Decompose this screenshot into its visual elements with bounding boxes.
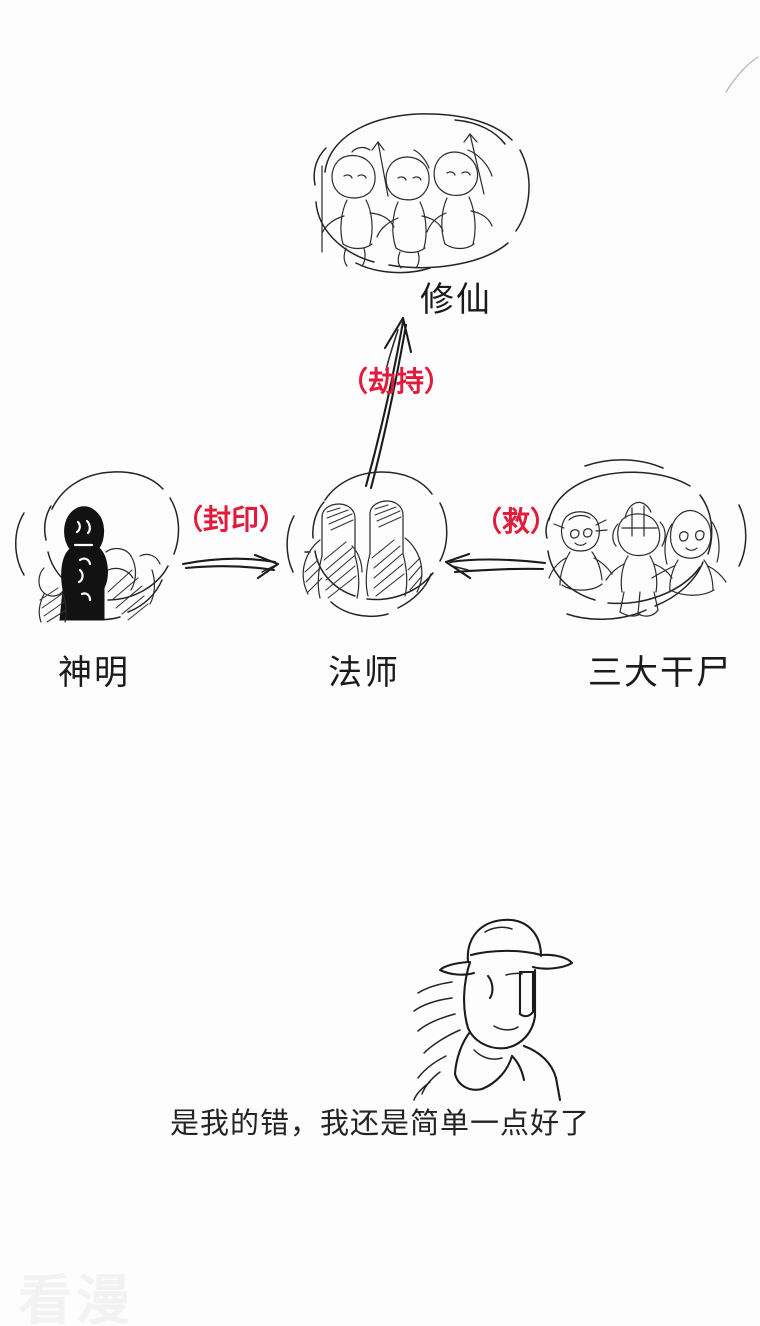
stray-pencil-mark: [725, 56, 759, 93]
edge-label-jiu: （救）: [474, 507, 559, 538]
ganshi-figure-3: [651, 509, 727, 596]
shenming-attendants: [38, 547, 161, 623]
node-xiuxian-sketch: [313, 113, 530, 274]
edge-arrow-jiechi: [364, 316, 413, 490]
node-shenming-sketch: [15, 471, 180, 623]
watermark: 看漫: [18, 1271, 134, 1326]
ganshi-figure-1: [548, 511, 613, 591]
edge-label-fengyin: （封印）: [175, 505, 288, 536]
dialogue-text: 是我的错，我还是简单一点好了: [169, 1108, 590, 1140]
node-label-fashi: 法师: [328, 654, 400, 692]
fashi-figure-right: [351, 500, 423, 597]
node-ganshi-sketch: [545, 459, 747, 620]
ganshi-figure-2: [605, 501, 673, 617]
bottom-character-sketch: [413, 918, 574, 1102]
node-fashi-sketch: [286, 471, 448, 618]
edge-arrow-jiu: [444, 552, 547, 580]
xiuxian-figure-1: [321, 146, 395, 267]
node-label-xiuxian: 修仙: [420, 281, 492, 319]
xiuxian-figure-2: [376, 156, 444, 269]
fashi-figure-left: [302, 503, 360, 599]
edge-arrow-fengyin: [181, 553, 280, 580]
node-label-shenming: 神明: [58, 654, 130, 692]
xiuxian-figure-3: [426, 151, 493, 250]
node-label-ganshi: 三大干尸: [588, 654, 732, 692]
edge-label-jiechi: （劫持）: [340, 367, 453, 398]
